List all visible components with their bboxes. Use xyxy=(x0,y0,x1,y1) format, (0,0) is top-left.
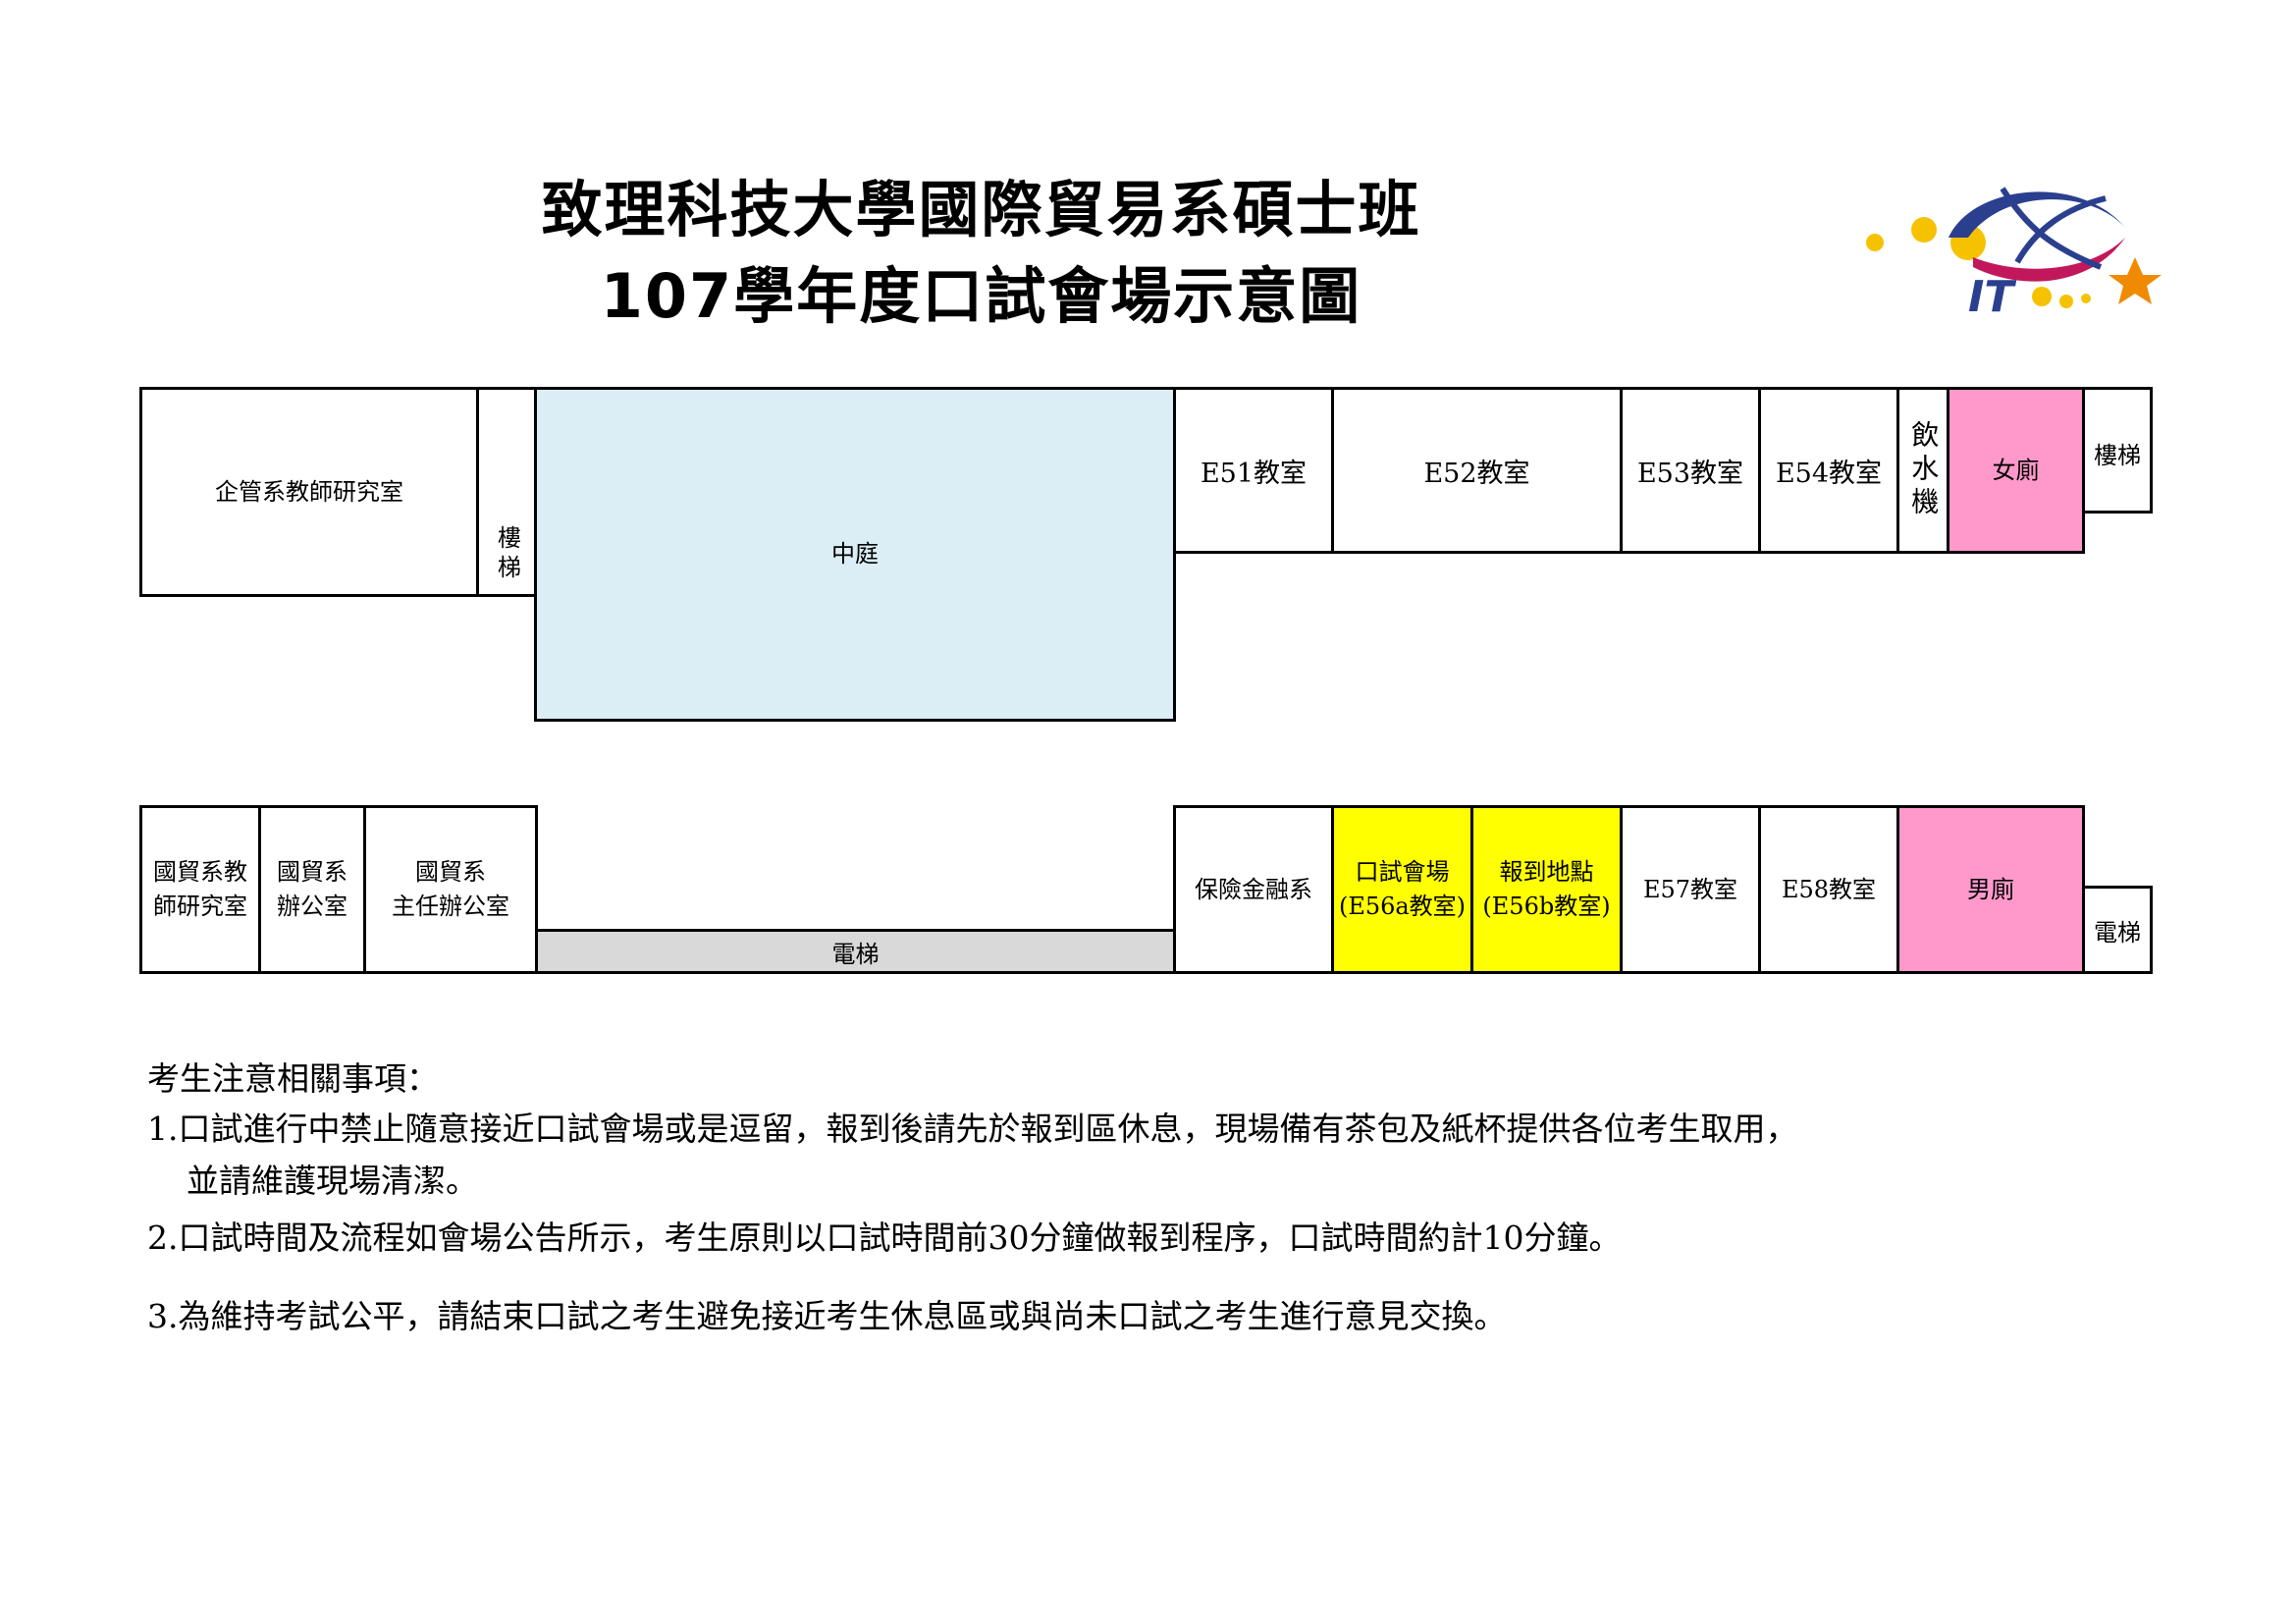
note-item-1-line-2: 並請維護現場清潔。 xyxy=(187,1162,478,1200)
logo-dot-icon xyxy=(1866,234,1884,251)
logo-swoosh-icon xyxy=(1973,238,2125,282)
elevator-left: 電梯 xyxy=(535,929,1176,974)
logo-line-icon xyxy=(2000,187,2103,270)
logo-text: IT xyxy=(1968,272,2016,322)
insurance-finance-dept: 保險金融系 xyxy=(1173,805,1334,974)
stair-top-left: 樓梯 xyxy=(476,387,537,597)
classroom-e52: E52教室 xyxy=(1331,387,1623,554)
elevator-right: 電梯 xyxy=(2082,886,2153,974)
logo-line-icon xyxy=(2014,195,2107,264)
men-restroom: 男廁 xyxy=(1896,805,2085,974)
title-line-1: 致理科技大學國際貿易系碩士班 xyxy=(541,174,1421,245)
classroom-e51: E51教室 xyxy=(1173,387,1334,554)
classroom-e58: E58教室 xyxy=(1758,805,1899,974)
it-logo: IT xyxy=(1866,187,2162,322)
note-item-3: 3.為維持考試公平，請結束口試之考生避免接近考生休息區或與尚未口試之考生進行意見… xyxy=(147,1297,1507,1335)
notes-heading: 考生注意相關事項： xyxy=(147,1059,439,1098)
trade-office: 國貿系辦公室 xyxy=(258,805,366,974)
mgmt-teacher-office: 企管系教師研究室 xyxy=(139,387,479,597)
logo-dot-icon xyxy=(1911,217,1937,243)
logo-swoosh-icon xyxy=(1949,191,2125,238)
logo-dot-icon xyxy=(2032,287,2052,306)
classroom-e54: E54教室 xyxy=(1758,387,1899,554)
trade-director-office: 國貿系主任辦公室 xyxy=(363,805,538,974)
classroom-e53: E53教室 xyxy=(1620,387,1761,554)
logo-dot-icon xyxy=(2059,295,2073,308)
check-in-room-e56b: 報到地點(E56b教室) xyxy=(1470,805,1623,974)
stair-top-right: 樓梯 xyxy=(2082,387,2153,514)
courtyard: 中庭 xyxy=(534,387,1176,722)
classroom-e57: E57教室 xyxy=(1620,805,1761,974)
note-item-2: 2.口試時間及流程如會場公告所示，考生原則以口試時間前30分鐘做報到程序，口試時… xyxy=(147,1218,1622,1257)
trade-teacher-office: 國貿系教師研究室 xyxy=(139,805,261,974)
note-item-1-line-1: 1.口試進行中禁止隨意接近口試會場或是逗留，報到後請先於報到區休息，現場備有茶包… xyxy=(147,1110,1798,1148)
women-restroom: 女廁 xyxy=(1947,387,2085,554)
water-dispenser: 飲水機 xyxy=(1896,387,1949,554)
logo-dot-icon xyxy=(2081,294,2091,303)
logo-star-icon xyxy=(2109,257,2162,304)
exam-room-e56a: 口試會場(E56a教室) xyxy=(1331,805,1473,974)
title-line-2: 107學年度口試會場示意圖 xyxy=(600,260,1362,332)
